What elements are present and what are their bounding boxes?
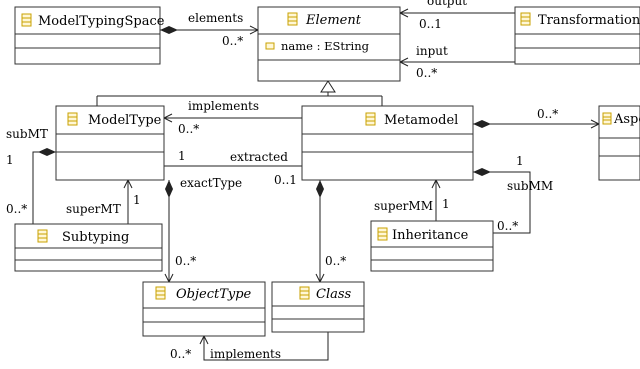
multiplicity-label: 1 [6, 153, 14, 167]
class-icon [299, 286, 310, 300]
composition-diamond [473, 120, 491, 128]
class-metamodel[interactable]: Metamodel [301, 105, 474, 181]
class-icon [155, 286, 166, 300]
role-label: implements [188, 99, 259, 113]
class-object-type[interactable]: ObjectType [142, 281, 266, 337]
class-model-typing-space[interactable]: ModelTypingSpace [14, 6, 165, 65]
multiplicity-label: 1 [516, 154, 524, 168]
class-icon [602, 112, 612, 125]
multiplicity-label: 0..* [416, 66, 437, 80]
multiplicity-label: 1 [178, 149, 186, 163]
class-name: Transformation [538, 13, 640, 28]
multiplicity-label: 0..* [325, 254, 346, 268]
class-aspect-ref[interactable]: AspectRef [598, 105, 640, 181]
edges [32, 8, 601, 361]
class-icon [37, 229, 48, 243]
multiplicity-label: 1 [133, 193, 141, 207]
class-icon [67, 112, 78, 126]
attribute-icon [265, 42, 275, 50]
composition-diamond [473, 168, 491, 176]
role-label: elements [188, 11, 243, 25]
multiplicity-label: 0..* [175, 254, 196, 268]
composition-diamond [160, 26, 178, 34]
role-label: implements [210, 347, 281, 361]
class-element[interactable]: Element name : EString [257, 6, 401, 82]
role-label: extracted [230, 150, 288, 164]
edge-labels: elements 0..* output 0..1 input 0..* imp… [6, 0, 558, 361]
class-name: Inheritance [392, 228, 469, 243]
class-icon [377, 227, 388, 241]
role-label: input [416, 44, 448, 58]
class-name: Metamodel [384, 113, 458, 128]
class-inheritance[interactable]: Inheritance [370, 220, 494, 272]
multiplicity-label: 0..* [6, 202, 27, 216]
composition-diamond [38, 148, 56, 156]
multiplicity-label: 0..* [170, 347, 191, 361]
multiplicity-label: 0..* [537, 107, 558, 121]
class-name: Element [305, 13, 362, 28]
class-transformation[interactable]: Transformation [514, 6, 640, 65]
class-model-type[interactable]: ModelType [55, 105, 165, 181]
generalization-triangle [320, 80, 336, 93]
class-name: ObjectType [176, 287, 252, 302]
composition-diamond [316, 180, 324, 198]
role-label: exactType [180, 176, 242, 190]
class-name: ModelTypingSpace [38, 14, 165, 29]
class-name: Subtyping [62, 230, 129, 245]
class-icon [520, 12, 531, 26]
class-subtyping[interactable]: Subtyping [14, 223, 163, 272]
class-icon [365, 112, 376, 126]
edge-sub-mm [473, 171, 531, 234]
role-label: superMT [66, 202, 121, 216]
role-label: superMM [374, 199, 433, 213]
multiplicity-label: 1 [442, 197, 450, 211]
composition-diamond [165, 180, 173, 198]
role-label: output [427, 0, 467, 8]
multiplicity-label: 0..1 [419, 17, 442, 31]
multiplicity-label: 0..* [178, 122, 199, 136]
class-name: ModelType [88, 113, 162, 128]
class-icon [287, 12, 298, 26]
class-name: Class [316, 287, 352, 302]
class-icon [21, 13, 32, 27]
edge-implements-ot [203, 332, 329, 361]
multiplicity-label: 0..1 [274, 173, 297, 187]
multiplicity-label: 0..* [222, 34, 243, 48]
role-label: subMM [507, 179, 553, 193]
class-class[interactable]: Class [271, 281, 365, 333]
attribute-name: name : EString [281, 39, 370, 53]
role-label: subMT [6, 127, 48, 141]
multiplicity-label: 0..* [497, 219, 518, 233]
class-name: AspectRef [613, 112, 640, 127]
